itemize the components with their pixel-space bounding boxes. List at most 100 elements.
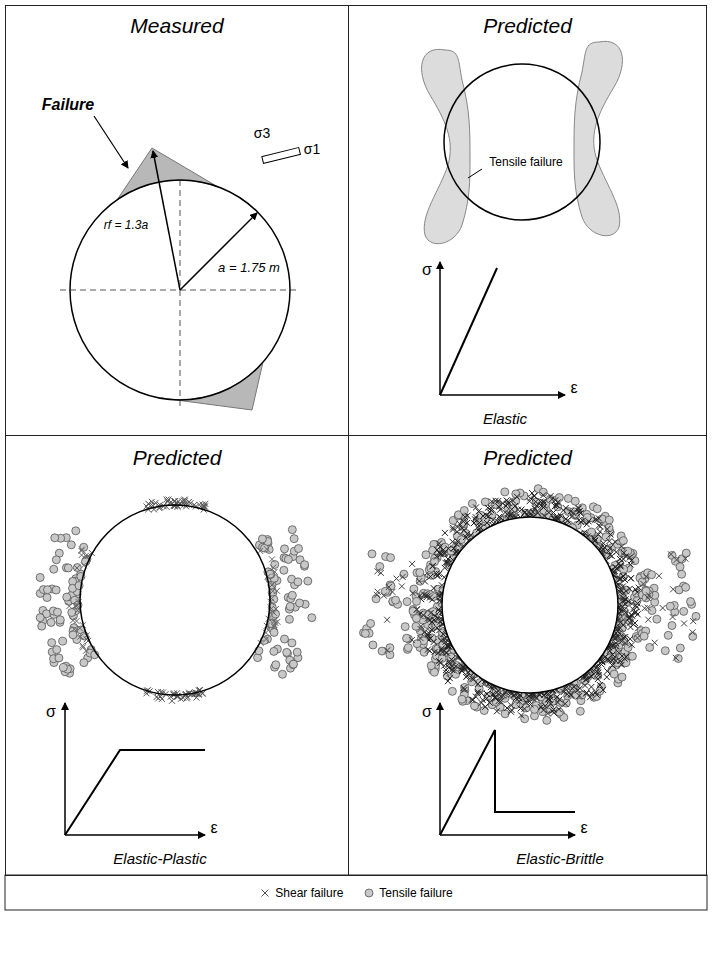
shear-marker [541,505,547,511]
tensile-marker [67,541,75,549]
shear-marker [620,556,626,562]
shear-marker [263,636,269,642]
shear-marker [613,643,619,649]
shear-marker [545,696,551,702]
tensile-marker [676,563,684,571]
tensile-marker [308,614,316,622]
tensile-marker [63,593,71,601]
shear-marker [628,575,634,581]
figure-panel: Predicted [348,5,707,436]
shear-marker [632,620,638,626]
tensile-marker [304,577,312,585]
shear-marker [526,509,532,515]
legend-sample [259,887,271,899]
tensile-marker [68,608,76,616]
shear-marker [410,590,416,596]
shear-marker [588,684,594,690]
shear-marker [74,565,80,571]
model-name: Elastic-Plastic [113,851,206,868]
tensile-marker [36,614,44,622]
axis-label: σ [46,703,56,721]
shear-marker [645,617,651,623]
shear-marker [512,503,518,509]
shear-marker [497,507,503,513]
tensile-marker [50,565,58,573]
tensile-marker [653,615,661,623]
shear-marker [626,599,632,605]
shear-marker [608,532,614,538]
dimension-label: a = 1.75 m [218,261,280,275]
shear-marker [439,647,445,653]
tensile-marker [288,639,296,647]
tensile-marker [412,622,420,630]
shear-marker [269,556,275,562]
shear-marker [434,547,440,553]
shear-marker [595,532,601,538]
shear-marker [597,682,603,688]
model-name: Elastic-Brittle [516,851,604,868]
tensile-marker [571,497,579,505]
tensile-marker [400,570,408,578]
tensile-marker [619,537,627,545]
figure-panel: Measured [5,5,349,436]
shear-marker [503,503,509,509]
legend: Shear failureTensile failure [5,875,707,910]
shear-marker [540,492,546,498]
shear-marker [630,606,636,612]
shear-marker [569,513,575,519]
shear-marker [518,712,524,718]
shear-marker [568,508,574,514]
shear-marker [493,695,499,701]
tunnel-outline [70,180,290,400]
shear-marker [200,502,206,508]
tensile-marker [48,639,56,647]
shear-marker [546,510,552,516]
shear-marker [262,889,269,896]
tensile-marker [72,527,80,535]
shear-marker [578,519,584,525]
panel-heading: Predicted [6,446,348,470]
shear-marker [484,691,490,697]
shear-marker [475,689,481,695]
shear-marker [538,499,544,505]
shear-marker [176,498,182,504]
shear-marker [428,635,434,641]
tensile-marker [692,612,700,620]
stress-symbol: σ3 [254,126,270,141]
shear-marker [597,523,603,529]
stress-axis [439,703,441,835]
shear-marker [270,581,276,587]
shear-marker [690,618,696,624]
shear-marker [612,539,618,545]
shear-marker [430,563,436,569]
shear-marker [563,516,569,522]
tensile-marker [56,616,64,624]
tensile-marker [687,598,695,606]
shear-marker [80,643,86,649]
tensile-marker [294,578,302,586]
shear-marker [541,707,547,713]
shear-marker [529,490,535,496]
shear-marker [430,563,436,569]
shear-marker [674,557,680,563]
shear-marker [459,525,465,531]
shear-marker [425,647,431,653]
tensile-marker [38,622,46,630]
shear-marker [154,694,160,700]
tensile-marker [278,670,286,678]
tensile-marker [284,555,292,563]
tensile-marker [576,707,584,715]
shear-marker [464,513,470,519]
shear-marker [417,635,423,641]
tensile-marker [52,556,60,564]
shear-marker [429,627,435,633]
tensile-marker [369,641,377,649]
tensile-marker [294,545,302,553]
tensile-marker [69,631,77,639]
shear-marker [389,589,395,595]
shear-marker [424,592,430,598]
shear-marker [627,586,633,592]
shear-marker [640,581,646,587]
radius-arrow [180,213,257,290]
tensile-zone [422,49,470,243]
